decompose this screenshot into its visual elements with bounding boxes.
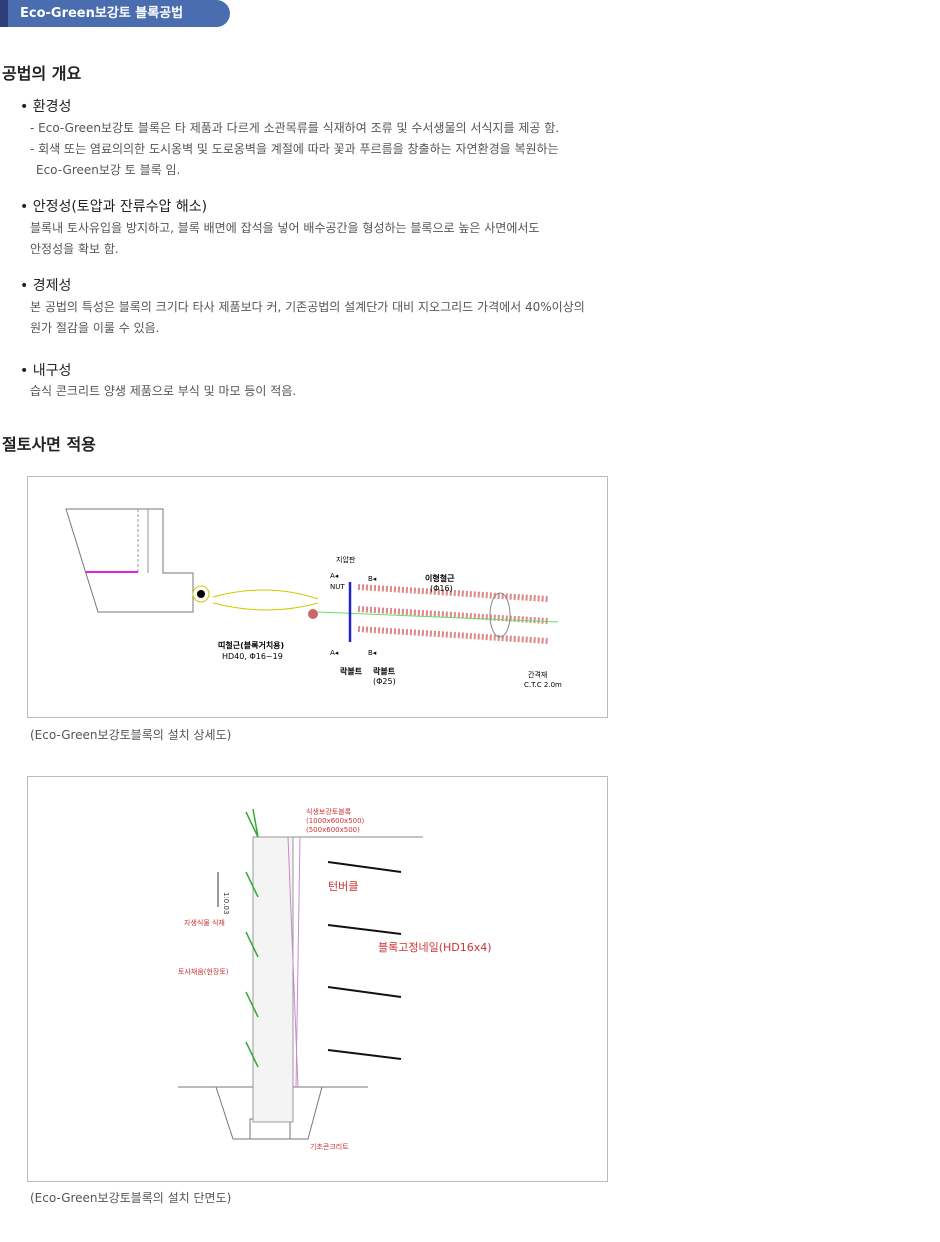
label-slope: 1:0.03 xyxy=(222,892,230,914)
installation-detail-figure: 지압판 A◂ NUT B◂ 이형철근 (Φ16) A◂ B◂ 띠철근(블록거치용… xyxy=(27,476,608,718)
title-tab: Eco-Green보강토 블록공법 xyxy=(0,0,230,27)
item-stability: • 안정성(토압과 잔류수압 해소) xyxy=(20,199,208,215)
label-size2: (500x600x500) xyxy=(306,826,360,834)
desc-line: 안정성을 확보 함. xyxy=(30,242,119,256)
label-rock-bolt: 락볼트 xyxy=(340,666,363,676)
label-plants: 자생식물 식재 xyxy=(184,918,225,927)
label-size1: (1000x600x500) xyxy=(306,817,365,825)
item-durability-desc: 습식 콘크리트 양생 제품으로 부식 및 마모 등이 적음. xyxy=(30,381,296,402)
item-economy-desc: 본 공법의 특성은 블록의 크기다 타사 제품보다 커, 기존공법의 설계단가 … xyxy=(30,297,585,339)
label-rock-bolt-2: 락볼트 xyxy=(373,666,396,676)
label-a: A◂ xyxy=(330,572,339,580)
label-turnbuckle: 턴버클 xyxy=(328,880,358,893)
label-foundation: 기초콘크리트 xyxy=(310,1142,349,1151)
label-b: B◂ xyxy=(368,575,377,583)
label-spacer: 간격재 xyxy=(528,670,547,679)
label-block: 식생보강토블록 xyxy=(306,807,352,816)
label-nut: NUT xyxy=(330,583,345,591)
item-environment: • 환경성 xyxy=(20,99,72,115)
label-deformed-bar-dia: (Φ16) xyxy=(430,584,453,593)
desc-line: 블록내 토사유입을 방지하고, 블록 배면에 잡석을 넣어 배수공간을 형성하는… xyxy=(30,221,540,235)
label-nail: 블록고정네일(HD16x4) xyxy=(378,940,492,954)
label-band-bar: 띠철근(블록거치용) xyxy=(218,640,284,650)
section-title-cut-slope: 절토사면 적용 xyxy=(2,435,96,454)
label-rock-bolt-dia: (Φ25) xyxy=(373,677,396,686)
figure1-caption: (Eco-Green보강토블록의 설치 상세도) xyxy=(30,728,232,742)
label-b-bottom: B◂ xyxy=(368,649,377,657)
desc-line: 습식 콘크리트 양생 제품으로 부식 및 마모 등이 적음. xyxy=(30,384,297,398)
label-spacer-ctc: C.T.C 2.0m xyxy=(524,681,562,689)
item-durability: • 내구성 xyxy=(20,363,72,379)
label-band-bar-spec: HD40, Φ16~19 xyxy=(222,652,283,661)
desc-line: 원가 절감을 이룰 수 있음. xyxy=(30,321,160,335)
desc-line: - Eco-Green보강토 블록은 타 제품과 다르게 소관목류를 식재하여 … xyxy=(30,121,560,135)
label-deformed-bar: 이형철근 xyxy=(425,573,455,583)
label-fill: 토사채움(현장토) xyxy=(178,967,229,976)
item-economy: • 경제성 xyxy=(20,278,72,294)
desc-line: - 회색 또는 염료의의한 도시옹벽 및 도로옹벽을 계절에 따라 꽃과 푸르름… xyxy=(30,142,559,156)
label-a-bottom: A◂ xyxy=(330,649,339,657)
item-environment-desc: - Eco-Green보강토 블록은 타 제품과 다르게 소관목류를 식재하여 … xyxy=(30,118,559,181)
item-stability-desc: 블록내 토사유입을 방지하고, 블록 배면에 잡석을 넣어 배수공간을 형성하는… xyxy=(30,218,539,260)
title-tab-label: Eco-Green보강토 블록공법 xyxy=(20,6,184,21)
desc-line: Eco-Green보강 토 블록 임. xyxy=(36,163,181,177)
section-title-overview: 공법의 개요 xyxy=(2,64,82,83)
figure2-caption: (Eco-Green보강토블록의 설치 단면도) xyxy=(30,1191,232,1205)
installation-section-figure: 식생보강토블록 (1000x600x500) (500x600x500) 턴버클… xyxy=(27,776,608,1182)
label-bearing-plate: 지압판 xyxy=(336,555,356,564)
desc-line: 본 공법의 특성은 블록의 크기다 타사 제품보다 커, 기존공법의 설계단가 … xyxy=(30,300,585,314)
